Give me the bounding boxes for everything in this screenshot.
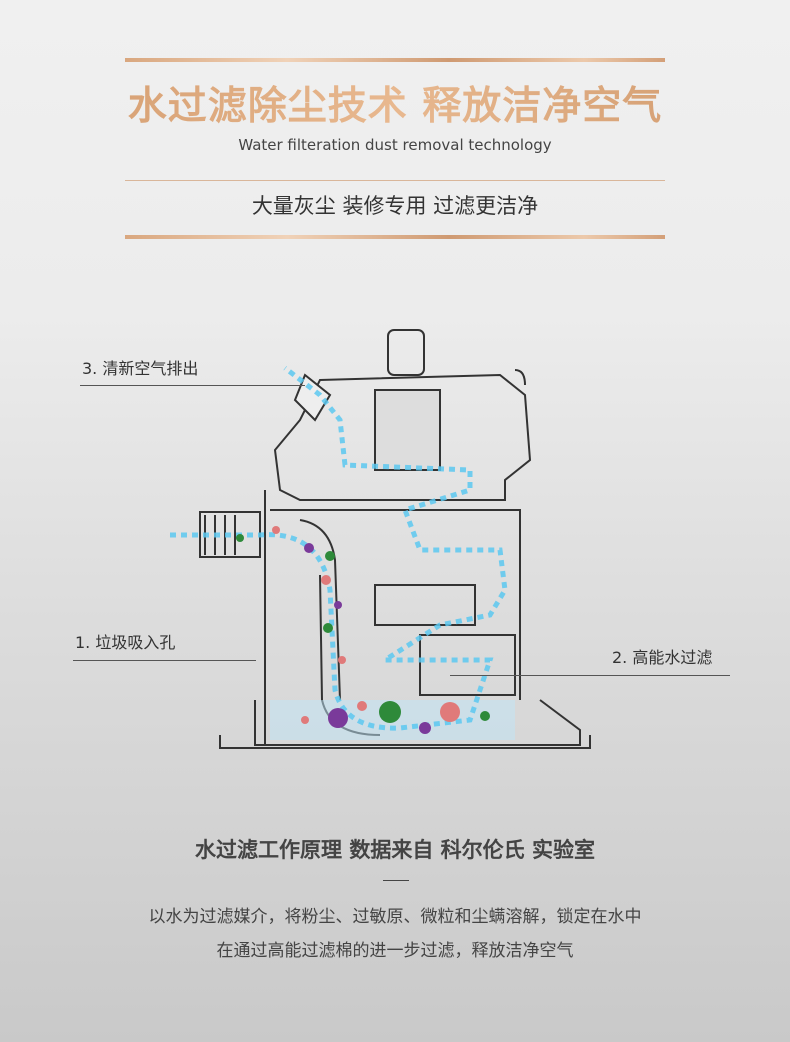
- germ-icon: [379, 701, 401, 723]
- label-water-filter: 2. 高能水过滤: [612, 648, 713, 667]
- germ-icon: [323, 623, 333, 633]
- label-intake: 1. 垃圾吸入孔: [75, 633, 176, 652]
- germ-icon: [272, 526, 280, 534]
- section-heading: 水过滤工作原理 数据来自 科尔伦氏 实验室: [195, 838, 595, 862]
- germ-icon: [325, 551, 335, 561]
- leader-line: [450, 675, 730, 676]
- vacuum-outline: [199, 329, 591, 749]
- germ-icon: [328, 708, 348, 728]
- description-line-1: 以水为过滤媒介，将粉尘、过敏原、微粒和尘螨溶解，锁定在水中: [148, 907, 642, 927]
- germ-icon: [334, 601, 342, 609]
- germ-icon: [301, 716, 309, 724]
- leader-line: [80, 385, 305, 386]
- label-air-outlet: 3. 清新空气排出: [82, 359, 199, 378]
- description-line-2: 在通过高能过滤棉的进一步过滤，释放洁净空气: [216, 941, 574, 961]
- germ-icon: [440, 702, 460, 722]
- germ-icon: [338, 656, 346, 664]
- tagline: 大量灰尘 装修专用 过滤更洁净: [251, 194, 539, 218]
- thin-divider: [125, 180, 665, 181]
- top-divider: [125, 58, 665, 62]
- germ-icon: [236, 534, 244, 542]
- english-subtitle: Water filteration dust removal technolog…: [238, 136, 552, 154]
- germ-icon: [304, 543, 314, 553]
- page-title: 水过滤除尘技术 释放洁净空气: [0, 84, 790, 130]
- germ-icon: [357, 701, 367, 711]
- germ-icon: [419, 722, 431, 734]
- bottom-divider: [125, 235, 665, 239]
- germs: [236, 526, 490, 734]
- germ-icon: [321, 575, 331, 585]
- short-divider: [383, 880, 409, 881]
- germ-icon: [480, 711, 490, 721]
- leader-line: [73, 660, 256, 661]
